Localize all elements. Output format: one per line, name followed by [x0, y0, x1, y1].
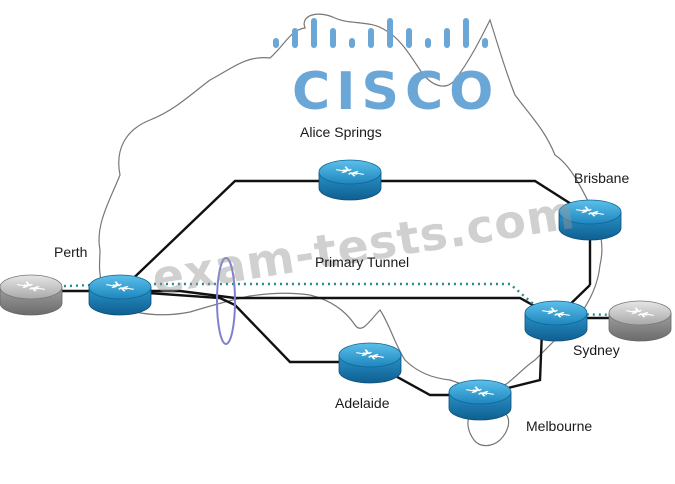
- router-icon-perth: [88, 274, 152, 316]
- primary-tunnel-label: Primary Tunnel: [315, 254, 410, 270]
- router-icon-adelaide: [338, 342, 402, 384]
- router-label-perth: Perth: [54, 244, 88, 260]
- router-icon-melbourne: [448, 379, 512, 421]
- router-label-alice-springs: Alice Springs: [300, 124, 382, 140]
- router-icon-sydney: [524, 300, 588, 342]
- cisco-logo-bars-icon: [273, 18, 488, 48]
- router-icon-sydney-edge: [608, 300, 672, 342]
- router-icon-brisbane: [558, 199, 622, 241]
- router-label-brisbane: Brisbane: [574, 170, 630, 186]
- tunnel-ellipse-marker: [216, 257, 236, 345]
- router-label-sydney: Sydney: [573, 342, 620, 358]
- router-label-melbourne: Melbourne: [526, 418, 593, 434]
- router-icon-perth-edge: [0, 274, 63, 316]
- cisco-logo-text: CISCO: [292, 62, 500, 122]
- router-label-adelaide: Adelaide: [335, 395, 390, 411]
- router-icon-alice-springs: [318, 159, 382, 201]
- routers-layer: [0, 159, 672, 421]
